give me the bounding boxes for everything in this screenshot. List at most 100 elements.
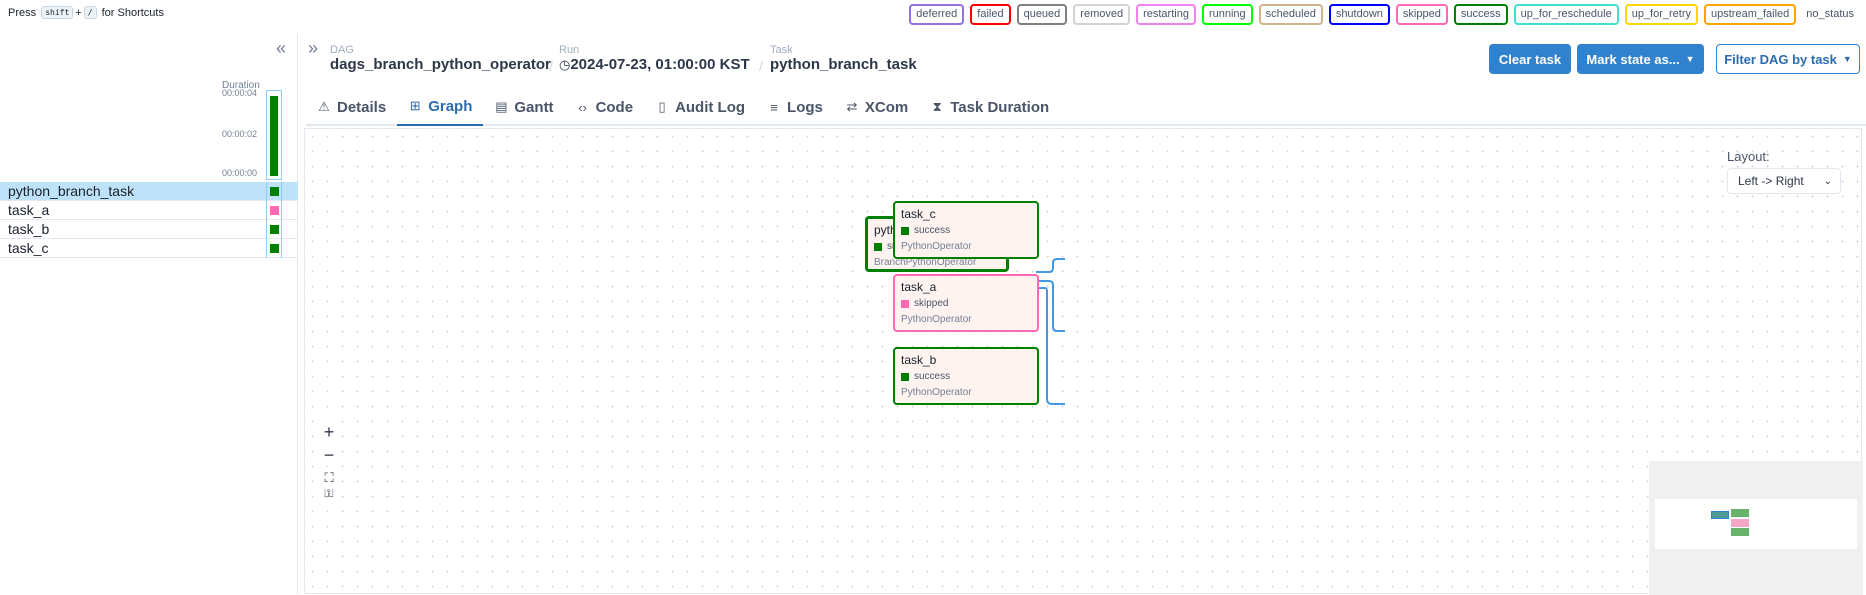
node-operator: PythonOperator	[901, 241, 972, 252]
lock-icon[interactable]: ⚿	[317, 489, 341, 497]
tab-gantt[interactable]: ▤Gantt	[483, 88, 564, 126]
layout-select[interactable]: Left -> Right ⌄	[1727, 168, 1841, 194]
breadcrumb-separator: /	[759, 58, 763, 74]
task-instance-cell[interactable]	[266, 201, 282, 220]
expand-grid-icon[interactable]: »	[308, 38, 319, 58]
shortcut-suffix: for Shortcuts	[101, 7, 164, 19]
legend-restarting[interactable]: restarting	[1136, 4, 1196, 25]
zoom-out-button[interactable]: −	[317, 444, 341, 466]
node-state: skipped	[901, 298, 1031, 309]
clock-icon: ◷	[559, 57, 571, 72]
mark-state-label: Mark state as...	[1586, 51, 1680, 67]
task-state-square	[269, 206, 279, 215]
filter-dag-label: Filter DAG by task	[1724, 51, 1837, 67]
legend-queued[interactable]: queued	[1016, 4, 1068, 25]
task-name: task_c	[8, 240, 49, 256]
duration-label: Duration	[222, 80, 260, 91]
breadcrumb-dag[interactable]: DAG dags_branch_python_operator	[330, 44, 551, 74]
breadcrumb-run[interactable]: Run ◷2024-07-23, 01:00:00 KST	[559, 44, 750, 74]
node-name: task_c	[901, 207, 936, 221]
legend-no-status[interactable]: no_status	[1802, 6, 1858, 23]
legend-shutdown[interactable]: shutdown	[1328, 4, 1390, 25]
task-row-task-b[interactable]: task_b	[0, 220, 298, 239]
node-state-square	[901, 226, 909, 235]
tab-graph[interactable]: ⊞Graph	[397, 88, 484, 126]
caret-down-icon: ▼	[1842, 54, 1852, 64]
layout-control: Layout: Left -> Right ⌄	[1727, 149, 1841, 194]
minimap-node	[1711, 511, 1729, 519]
task-instance-cell[interactable]	[266, 239, 282, 258]
tab-logs[interactable]: ≡ Logs	[756, 88, 834, 126]
legend-skipped[interactable]: skipped	[1395, 4, 1448, 25]
tab-code[interactable]: ‹›Code	[565, 88, 645, 126]
legend-deferred[interactable]: deferred	[909, 4, 965, 25]
tab-audit-log[interactable]: ▯Audit Log	[644, 88, 756, 126]
hourglass-icon: ⧗	[932, 99, 942, 114]
breadcrumb-task[interactable]: Task python_branch_task	[770, 44, 917, 74]
run-duration-bar[interactable]	[270, 95, 278, 176]
legend-success[interactable]: success	[1453, 4, 1508, 25]
node-operator: PythonOperator	[901, 314, 972, 325]
task-name: task_b	[8, 221, 50, 237]
zoom-in-button[interactable]: +	[317, 421, 341, 443]
duration-tick: 00:00:04	[222, 88, 258, 98]
task-instance-cell[interactable]	[266, 182, 282, 201]
node-state: success	[901, 371, 1031, 382]
legend-removed[interactable]: removed	[1073, 4, 1131, 25]
breadcrumb-dag-label: DAG	[330, 44, 354, 56]
task-state-square	[269, 244, 279, 253]
node-operator: BranchPythonOperator	[874, 257, 977, 268]
breadcrumb-separator: /	[549, 58, 553, 74]
minimap-node	[1731, 519, 1749, 527]
tab-label: Logs	[787, 98, 823, 116]
tab-details[interactable]: ⚠Details	[306, 88, 397, 126]
minimap-node	[1731, 528, 1749, 536]
task-row-task-c[interactable]: task_c	[0, 239, 298, 258]
task-name: python_branch_task	[8, 183, 135, 199]
collapse-grid-icon[interactable]: «	[276, 38, 287, 58]
legend-running[interactable]: running	[1201, 4, 1253, 25]
graph-minimap[interactable]	[1649, 461, 1863, 595]
breadcrumb-run-value: 2024-07-23, 01:00:00 KST	[570, 56, 750, 73]
legend-up-for-reschedule[interactable]: up_for_reschedule	[1513, 4, 1619, 25]
edge-to-task-c	[1036, 258, 1065, 273]
edge-to-task-b	[1036, 287, 1065, 405]
gantt-icon: ▤	[495, 99, 508, 114]
node-state-label: success	[914, 371, 951, 382]
tab-label: XCom	[864, 98, 909, 116]
node-name: task_b	[901, 353, 937, 367]
graph-canvas[interactable]: python_branch_tasksuccessBranchPythonOpe…	[304, 128, 1863, 595]
tab-xcom[interactable]: ⇄XCom	[834, 88, 919, 126]
list-icon: ≡	[770, 99, 778, 115]
legend-scheduled[interactable]: scheduled	[1258, 4, 1323, 25]
shortcut-prefix: Press	[8, 7, 37, 19]
clear-task-button[interactable]: Clear task	[1489, 44, 1571, 74]
warning-icon: ⚠	[318, 99, 330, 114]
task-state-square	[269, 187, 279, 196]
mark-state-button[interactable]: Mark state as... ▼	[1577, 44, 1704, 74]
node-state: success	[901, 225, 1031, 236]
breadcrumb-task-label: Task	[770, 44, 793, 56]
fit-view-button[interactable]: ⛶	[317, 467, 341, 489]
filter-dag-button[interactable]: Filter DAG by task ▼	[1716, 44, 1860, 74]
node-state-square	[901, 299, 909, 308]
legend-failed[interactable]: failed	[970, 4, 1011, 25]
node-name: task_a	[901, 280, 937, 294]
legend-upstream-failed[interactable]: upstream_failed	[1704, 4, 1797, 25]
graph-edges	[1036, 258, 1065, 405]
shortcut-hint: Press shift+/ for Shortcuts	[8, 6, 164, 19]
legend-up-for-retry[interactable]: up_for_retry	[1624, 4, 1699, 25]
node-state-square	[901, 372, 909, 381]
caret-down-icon: ▼	[1685, 54, 1695, 64]
tab-task-duration[interactable]: ⧗Task Duration	[919, 88, 1060, 126]
breadcrumb-run-label: Run	[559, 44, 580, 56]
task-row-task-a[interactable]: task_a	[0, 201, 298, 220]
task-instance-cell[interactable]	[266, 220, 282, 239]
task-row-python-branch-task[interactable]: python_branch_task	[0, 182, 298, 201]
slash-key: /	[83, 6, 97, 19]
